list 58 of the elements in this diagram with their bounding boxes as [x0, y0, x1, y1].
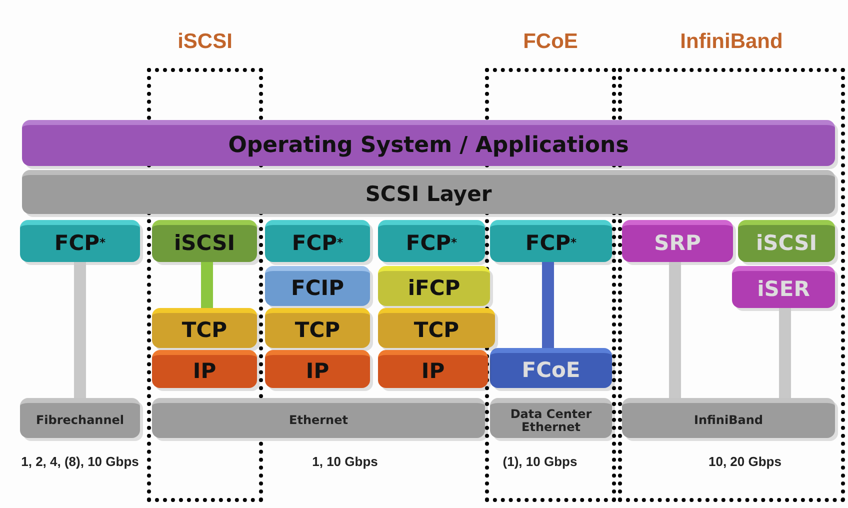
block-label: TCP	[182, 319, 228, 342]
transport-bar	[622, 398, 835, 438]
layer-bar	[22, 170, 835, 214]
speed-label: 1, 10 Gbps	[311, 454, 379, 469]
protocol-block	[265, 308, 370, 348]
protocol-block	[378, 350, 488, 388]
protocol-block	[378, 266, 490, 306]
block-label: InfiniBand	[694, 414, 763, 427]
protocol-block	[20, 220, 140, 262]
speed-label: (1), 10 Gbps	[502, 454, 578, 469]
speed-label: 10, 20 Gbps	[708, 454, 782, 469]
block-label: Operating System / Applications	[228, 134, 629, 158]
protocol-block	[265, 266, 370, 306]
connector-pillar	[201, 262, 213, 308]
block-label: iSCSI	[756, 232, 818, 255]
group-heading: FCoE	[522, 30, 579, 54]
block-label: iFCP	[408, 277, 460, 300]
protocol-block	[152, 350, 257, 388]
block-label: iSCSI	[174, 232, 236, 255]
block-label: FCP$^{*}$	[292, 232, 344, 255]
protocol-block	[265, 350, 370, 388]
protocol-block	[152, 308, 257, 348]
group-heading: iSCSI	[176, 30, 234, 54]
block-label: IP	[421, 360, 445, 383]
block-label: IP	[306, 360, 330, 383]
transport-bar	[20, 398, 140, 438]
protocol-block	[378, 220, 485, 262]
block-label: Fibrechannel	[36, 414, 124, 427]
protocol-block	[732, 266, 835, 308]
block-label: Ethernet	[289, 414, 348, 427]
block-label: FCP$^{*}$	[406, 232, 458, 255]
block-label: IP	[192, 360, 216, 383]
transport-bar	[490, 398, 612, 438]
group-heading: InfiniBand	[679, 30, 784, 54]
block-label: SCSI Layer	[365, 183, 492, 206]
block-label: FCoE	[522, 359, 580, 382]
block-label: TCP	[294, 319, 340, 342]
speed-label: 1, 2, 4, (8), 10 Gbps	[20, 454, 140, 469]
layer-bar	[22, 120, 835, 166]
block-label: FCIP	[291, 277, 344, 300]
protocol-block	[378, 308, 495, 348]
protocol-block	[152, 220, 257, 262]
block-label: FCP$^{*}$	[54, 232, 106, 255]
connector-pillar	[74, 262, 86, 398]
protocol-block	[738, 220, 835, 262]
block-label: Data Center Ethernet	[509, 408, 593, 434]
connector-pillar	[669, 262, 681, 398]
protocol-block	[265, 220, 370, 262]
block-label: TCP	[414, 319, 460, 342]
connector-pillar	[779, 308, 791, 398]
connector-pillar	[542, 262, 554, 348]
protocol-block	[622, 220, 733, 262]
block-label: iSER	[757, 278, 810, 301]
protocol-block	[490, 348, 612, 388]
block-label: FCP$^{*}$	[525, 232, 577, 255]
block-label: SRP	[654, 232, 701, 255]
protocol-block	[490, 220, 612, 262]
transport-bar	[152, 398, 485, 438]
